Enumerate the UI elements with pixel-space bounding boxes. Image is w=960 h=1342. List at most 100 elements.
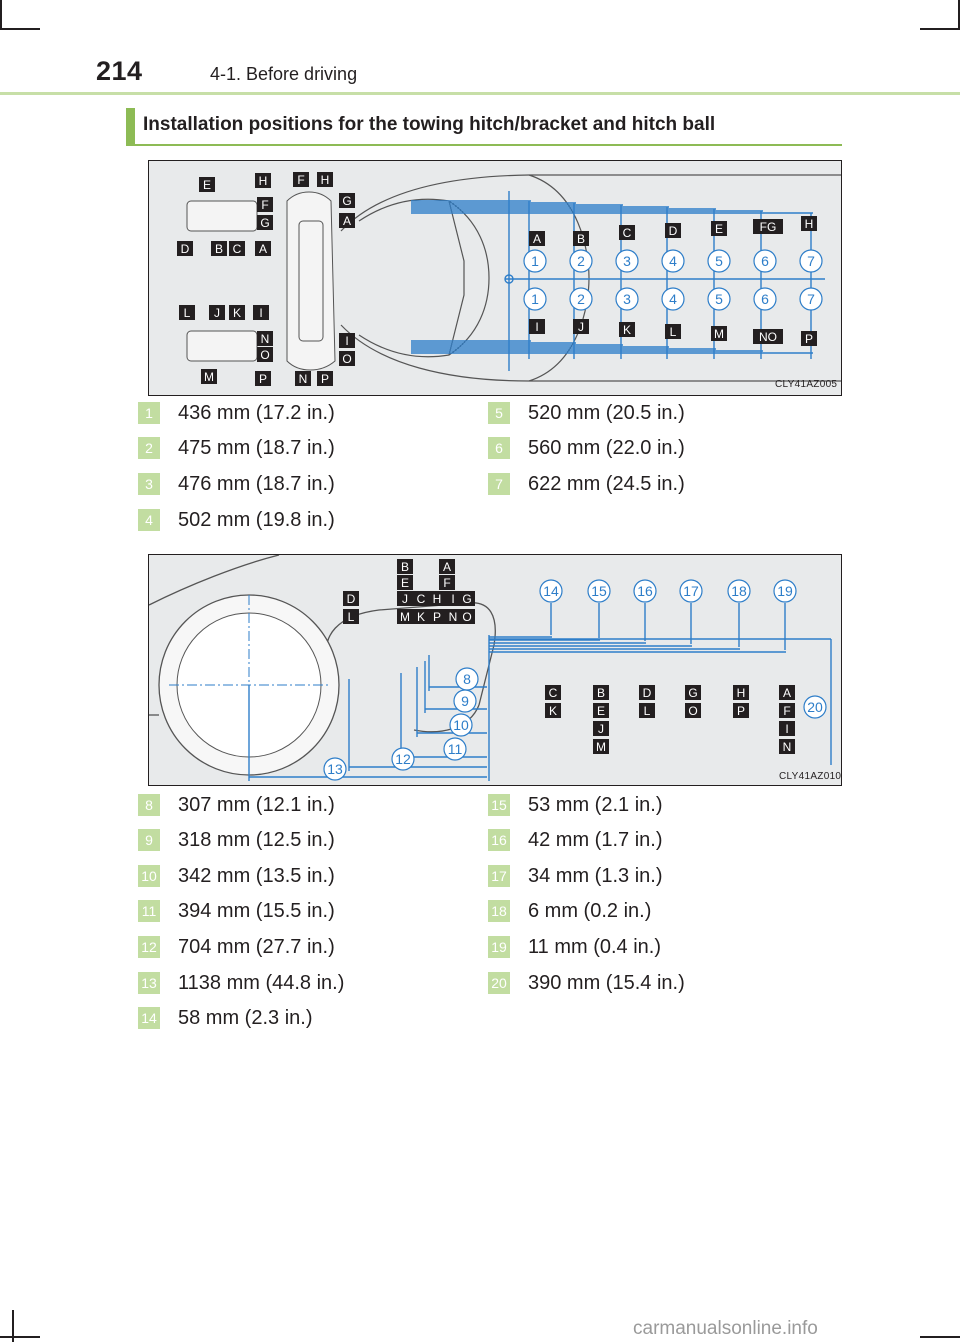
measurement-value: 318 mm (12.5 in.)	[178, 829, 335, 851]
part-label: D	[665, 223, 681, 238]
svg-text:K: K	[623, 323, 631, 337]
dimension-number: 4	[661, 249, 685, 273]
part-label: C	[229, 241, 245, 256]
svg-text:G: G	[688, 686, 697, 700]
svg-text:K: K	[417, 610, 425, 624]
part-label: B	[573, 231, 589, 246]
part-label: NO	[753, 329, 783, 344]
measurement-value: 53 mm (2.1 in.)	[528, 794, 663, 816]
svg-text:B: B	[577, 232, 585, 246]
crop-mark	[920, 28, 960, 30]
dimension-number: 20	[803, 695, 827, 719]
svg-text:D: D	[643, 686, 652, 700]
crop-mark	[958, 0, 960, 30]
part-label: A	[439, 559, 455, 574]
svg-text:6: 6	[761, 291, 769, 307]
svg-text:A: A	[533, 232, 541, 246]
callout-badge: 7	[488, 473, 510, 495]
svg-text:M: M	[714, 327, 724, 341]
dimension-number: 10	[449, 713, 473, 737]
callout-badge: 16	[488, 829, 510, 851]
callout-badge: 17	[488, 865, 510, 887]
part-label: O	[685, 703, 701, 718]
svg-text:H: H	[321, 173, 330, 187]
part-label: F	[439, 575, 455, 590]
callout-badge: 20	[488, 972, 510, 994]
part-label: O	[257, 347, 273, 362]
svg-text:D: D	[181, 242, 190, 256]
part-label: FG	[753, 219, 783, 234]
callout-badge: 3	[138, 473, 160, 495]
callout-badge: 11	[138, 900, 160, 922]
svg-text:H: H	[433, 592, 442, 606]
svg-text:P: P	[321, 372, 329, 386]
part-label: K	[545, 703, 561, 718]
part-label: P	[255, 371, 271, 386]
part-label: B	[211, 241, 227, 256]
svg-text:3: 3	[623, 253, 631, 269]
svg-text:B: B	[215, 242, 223, 256]
svg-text:E: E	[715, 222, 723, 236]
dimension-number: 16	[633, 579, 657, 603]
svg-text:4: 4	[669, 253, 677, 269]
part-label: G	[257, 215, 273, 230]
measurement-value: 622 mm (24.5 in.)	[528, 473, 685, 495]
part-label: H	[317, 172, 333, 187]
part-label: F	[293, 172, 309, 187]
part-label: M	[201, 369, 217, 384]
part-label: N	[445, 609, 461, 624]
measurement-value: 34 mm (1.3 in.)	[528, 865, 663, 887]
part-label: E	[593, 703, 609, 718]
svg-text:N: N	[261, 332, 270, 346]
part-label: M	[593, 739, 609, 754]
part-label: A	[529, 231, 545, 246]
svg-text:13: 13	[327, 761, 343, 777]
dimension-number: 17	[679, 579, 703, 603]
svg-text:H: H	[805, 217, 814, 231]
part-label: C	[619, 225, 635, 240]
dimension-number: 15	[587, 579, 611, 603]
svg-text:7: 7	[807, 253, 815, 269]
svg-text:P: P	[433, 610, 441, 624]
dimension-number: 3	[615, 287, 639, 311]
svg-text:9: 9	[461, 693, 469, 709]
part-label: A	[779, 685, 795, 700]
svg-text:L: L	[348, 610, 355, 624]
part-label: E	[199, 177, 215, 192]
part-label: J	[209, 305, 225, 320]
svg-text:M: M	[596, 740, 606, 754]
svg-text:12: 12	[395, 751, 411, 767]
part-label: J	[397, 591, 413, 606]
crop-mark	[0, 28, 40, 30]
crop-mark	[0, 1336, 40, 1338]
svg-text:16: 16	[637, 583, 653, 599]
svg-text:A: A	[443, 560, 451, 574]
part-label: O	[339, 351, 355, 366]
svg-text:G: G	[342, 194, 351, 208]
section-title: 4-1. Before driving	[210, 64, 358, 84]
svg-text:L: L	[184, 306, 191, 320]
svg-text:E: E	[203, 178, 211, 192]
part-label: E	[711, 221, 727, 236]
dimension-number: 1	[523, 249, 547, 273]
callout-badge: 15	[488, 794, 510, 816]
svg-text:18: 18	[731, 583, 747, 599]
svg-text:4: 4	[669, 291, 677, 307]
svg-text:14: 14	[543, 583, 559, 599]
svg-text:A: A	[343, 214, 351, 228]
dimension-number: 8	[455, 667, 479, 691]
callout-badge: 13	[138, 972, 160, 994]
measurement-value: 502 mm (19.8 in.)	[178, 509, 335, 531]
dimension-number: 14	[539, 579, 563, 603]
svg-text:O: O	[462, 610, 471, 624]
dimension-number: 1	[523, 287, 547, 311]
heading-text: Installation positions for the towing hi…	[143, 114, 716, 135]
detail-inset-left	[186, 200, 258, 362]
part-label: P	[801, 331, 817, 346]
measurement-value: 307 mm (12.1 in.)	[178, 794, 335, 816]
part-label: H	[801, 216, 817, 231]
svg-text:I: I	[785, 722, 788, 736]
svg-text:L: L	[670, 325, 677, 339]
svg-text:5: 5	[715, 291, 723, 307]
